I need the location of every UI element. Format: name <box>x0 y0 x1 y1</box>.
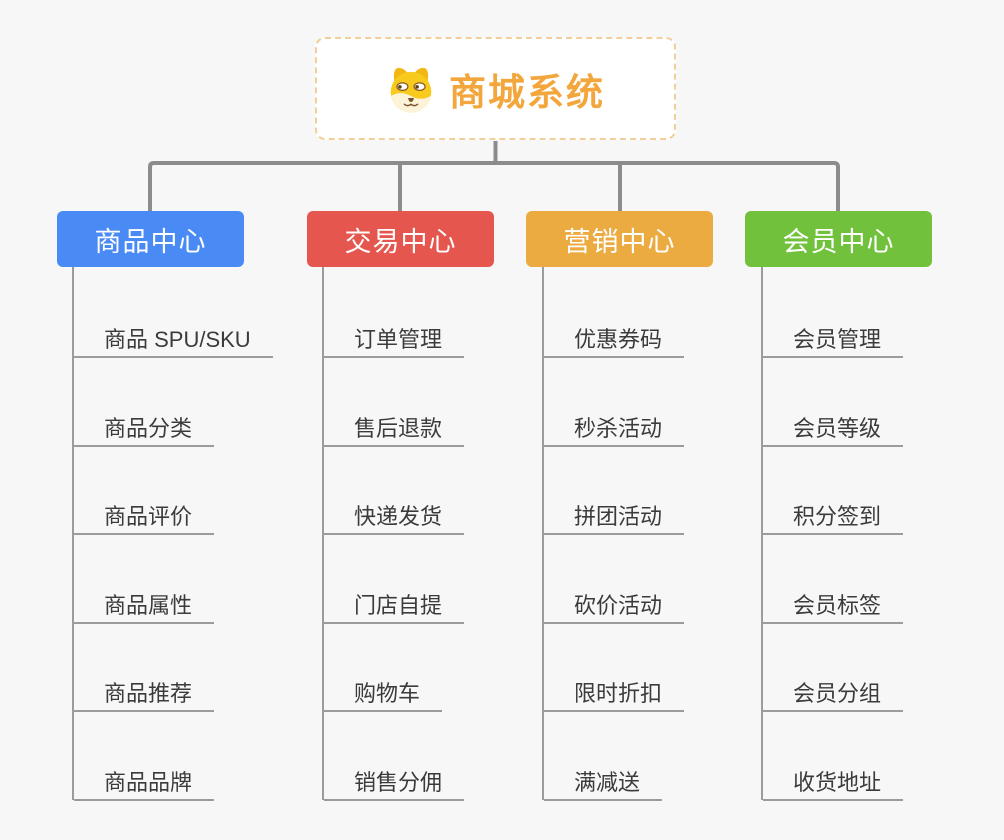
leaf-node[interactable]: 优惠券码 <box>544 324 685 358</box>
branch-node-product-center[interactable]: 商品中心 <box>57 211 244 267</box>
leaf-node[interactable]: 收货地址 <box>763 767 904 801</box>
leaf-node[interactable]: 限时折扣 <box>544 678 685 712</box>
leaf-node[interactable]: 会员分组 <box>763 678 904 712</box>
leaf-node[interactable]: 购物车 <box>324 678 443 712</box>
leaf-node[interactable]: 会员标签 <box>763 590 904 624</box>
dog-face-icon <box>390 67 432 112</box>
leaf-node[interactable]: 商品分类 <box>74 413 215 447</box>
branch-children-trade-center: 订单管理 售后退款 快递发货 门店自提 购物车 销售分佣 <box>322 267 465 801</box>
leaf-node[interactable]: 会员管理 <box>763 324 904 358</box>
root-node[interactable]: 商城系统 <box>315 37 676 140</box>
branch-label: 交易中心 <box>344 226 457 257</box>
branch-label: 会员中心 <box>782 226 895 257</box>
leaf-node[interactable]: 销售分佣 <box>324 767 465 801</box>
branch-node-member-center[interactable]: 会员中心 <box>745 211 932 267</box>
branch-node-marketing-center[interactable]: 营销中心 <box>526 211 713 267</box>
root-title: 商城系统 <box>449 71 605 113</box>
leaf-node[interactable]: 砍价活动 <box>544 590 685 624</box>
branch-label: 营销中心 <box>563 226 676 257</box>
leaf-node[interactable]: 商品属性 <box>74 590 215 624</box>
branch-rail-line <box>148 161 840 212</box>
branch-children-member-center: 会员管理 会员等级 积分签到 会员标签 会员分组 收货地址 <box>761 267 904 801</box>
leaf-node[interactable]: 商品推荐 <box>74 678 215 712</box>
branch-children-product-center: 商品 SPU/SKU 商品分类 商品评价 商品属性 商品推荐 商品品牌 <box>72 267 273 801</box>
leaf-node[interactable]: 订单管理 <box>324 324 465 358</box>
branch-label: 商品中心 <box>94 226 207 257</box>
leaf-node[interactable]: 商品 SPU/SKU <box>74 324 273 358</box>
leaf-node[interactable]: 秒杀活动 <box>544 413 685 447</box>
leaf-node[interactable]: 快递发货 <box>324 501 465 535</box>
leaf-node[interactable]: 会员等级 <box>763 413 904 447</box>
leaf-node[interactable]: 门店自提 <box>324 590 465 624</box>
leaf-node[interactable]: 商品评价 <box>74 501 215 535</box>
branch-children-marketing-center: 优惠券码 秒杀活动 拼团活动 砍价活动 限时折扣 满减送 <box>542 267 685 801</box>
leaf-node[interactable]: 售后退款 <box>324 413 465 447</box>
leaf-node[interactable]: 积分签到 <box>763 501 904 535</box>
leaf-node[interactable]: 拼团活动 <box>544 501 685 535</box>
leaf-node[interactable]: 商品品牌 <box>74 767 215 801</box>
leaf-node[interactable]: 满减送 <box>544 767 663 801</box>
branch-node-trade-center[interactable]: 交易中心 <box>307 211 494 267</box>
